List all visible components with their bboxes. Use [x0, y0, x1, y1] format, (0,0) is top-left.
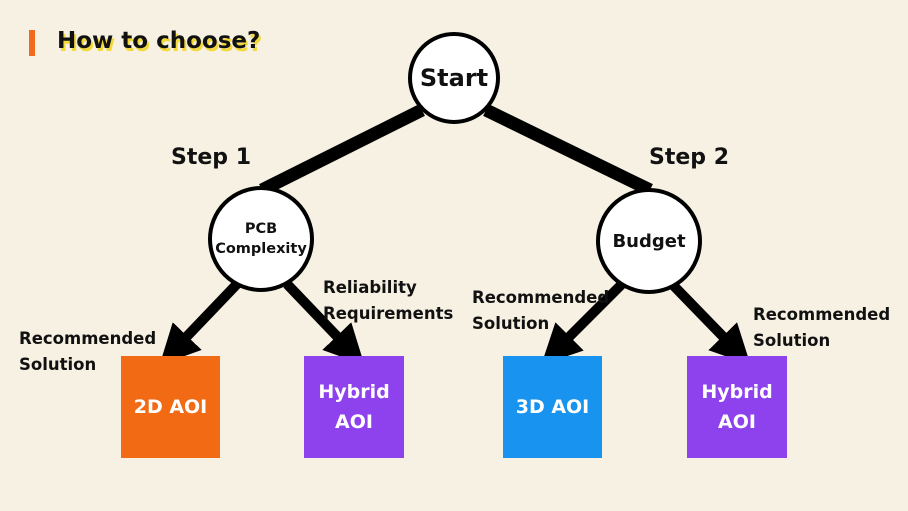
edge-label-recommended-mid: Recommended Solution: [472, 288, 610, 333]
edge-budget-3d: [541, 280, 626, 365]
edge-budget-hybrid: [668, 280, 751, 365]
budget-label: Budget: [612, 230, 686, 252]
pcb-complexity-node: PCB Complexity: [208, 186, 314, 292]
edge-start-pcb: [259, 104, 425, 196]
edge-pcb-2d: [159, 280, 241, 366]
title-accent-bar: [29, 30, 35, 56]
edge-pcb-hybrid: [283, 280, 365, 366]
outcome-hybrid-aoi-right: Hybrid AOI: [687, 356, 787, 458]
edge-start-budget: [483, 104, 653, 196]
pcb-label-line2: Complexity: [215, 241, 307, 257]
step-1-label: Step 1: [171, 145, 251, 170]
start-node: Start: [408, 32, 500, 124]
outcome-hybrid-aoi-left: Hybrid AOI: [304, 356, 404, 458]
outcome-3d-aoi: 3D AOI: [503, 356, 602, 458]
edge-label-recommended-right: Recommended Solution: [753, 305, 891, 350]
pcb-label-line1: PCB: [244, 221, 278, 237]
start-label: Start: [419, 64, 489, 92]
page-title: How to choose?: [57, 28, 261, 54]
edge-label-recommended-left: Recommended Solution: [19, 329, 157, 374]
step-2-label: Step 2: [649, 145, 729, 170]
edge-label-reliability: Reliability Requirements: [323, 278, 454, 323]
budget-node: Budget: [596, 188, 702, 294]
outcome-2d-aoi: 2D AOI: [121, 356, 220, 458]
